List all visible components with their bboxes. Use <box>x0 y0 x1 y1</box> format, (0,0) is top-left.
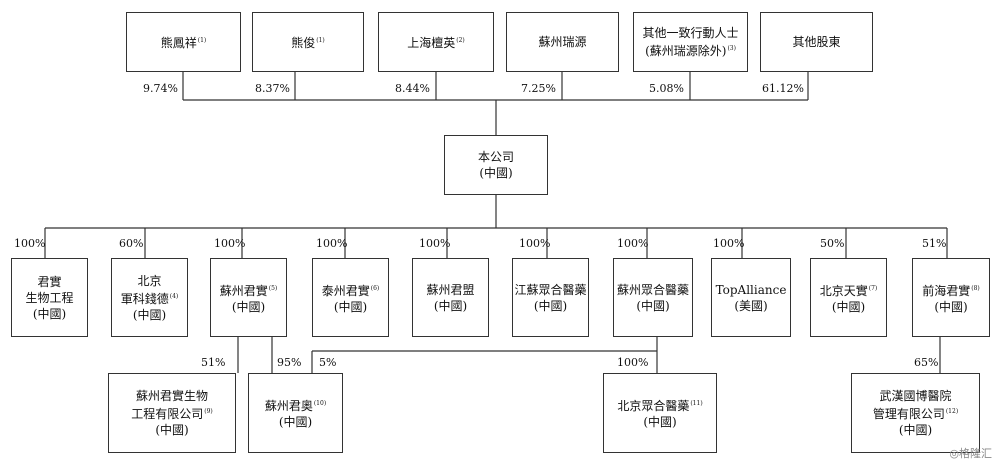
shareholder-name: 其他股東 <box>792 35 841 49</box>
third-tier-line2: 工程有限公司(9) <box>131 407 213 421</box>
subsidiary-region: (中國) <box>636 298 670 313</box>
company-box: 本公司 (中國) <box>444 135 548 195</box>
third-tier-region: (中國) <box>898 423 933 437</box>
company-name: 本公司 <box>477 150 514 164</box>
shareholder-name: 其他一致行動人士 <box>642 26 739 40</box>
subsidiary-box: 君實 生物工程 (中國) <box>11 258 88 337</box>
third-tier-pct: 51% <box>201 356 226 369</box>
third-tier-line1: 蘇州君實生物 <box>135 389 208 403</box>
third-tier-pct: 100% <box>617 356 649 369</box>
third-tier-region: (中國) <box>278 415 313 429</box>
third-tier-pct: 95% <box>277 356 302 369</box>
third-tier-region: (中國) <box>643 415 677 429</box>
subsidiary-line2: 軍科錢德(4) <box>120 291 179 306</box>
subsidiary-region: (美國) <box>734 298 768 313</box>
company-region: (中國) <box>479 166 513 180</box>
subsidiary-box: 北京天實(7) (中國) <box>810 258 887 337</box>
subsidiary-pct: 100% <box>519 237 551 250</box>
subsidiary-box: TopAlliance (美國) <box>711 258 791 337</box>
third-tier-region: (中國) <box>155 423 189 437</box>
shareholder-box: 其他股東 <box>760 12 873 72</box>
shareholder-pct: 61.12% <box>762 82 804 95</box>
subsidiary-region: (中國) <box>333 299 368 314</box>
subsidiary-pct: 100% <box>419 237 451 250</box>
third-tier-line1: 北京眾合醫藥(11) <box>617 399 703 413</box>
shareholder-pct: 9.74% <box>143 82 178 95</box>
subsidiary-line1: TopAlliance <box>715 282 787 297</box>
third-tier-line1: 武漢國博醫院 <box>879 389 952 403</box>
subsidiary-line1: 前海君實(8) <box>922 283 980 298</box>
subsidiary-line1: 蘇州君實(5) <box>219 283 278 298</box>
subsidiary-line2: 生物工程 <box>25 290 74 305</box>
third-tier-pct: 65% <box>914 356 939 369</box>
shareholder-box: 其他一致行動人士 (蘇州瑞源除外)(3) <box>633 12 748 72</box>
third-tier-pct: 5% <box>319 356 337 369</box>
subsidiary-box: 北京 軍科錢德(4) (中國) <box>111 258 188 337</box>
subsidiary-pct: 100% <box>316 237 348 250</box>
shareholder-name: 蘇州瑞源 <box>538 35 587 49</box>
subsidiary-box: 蘇州君盟 (中國) <box>412 258 489 337</box>
subsidiary-region: (中國) <box>231 299 266 314</box>
subsidiary-region: (中國) <box>831 299 866 314</box>
subsidiary-region: (中國) <box>433 298 468 313</box>
subsidiary-region: (中國) <box>132 307 167 322</box>
shareholder-box: 蘇州瑞源 <box>506 12 619 72</box>
subsidiary-region: (中國) <box>934 299 968 314</box>
shareholder-box: 上海檀英(2) <box>378 12 494 72</box>
subsidiary-line1: 蘇州君盟 <box>426 282 475 297</box>
subsidiary-pct: 60% <box>119 237 144 250</box>
subsidiary-line1: 泰州君實(6) <box>321 283 380 298</box>
third-tier-box: 北京眾合醫藥(11) (中國) <box>603 373 717 453</box>
shareholder-pct: 8.44% <box>395 82 430 95</box>
subsidiary-box: 前海君實(8) (中國) <box>912 258 990 337</box>
subsidiary-box: 蘇州君實(5) (中國) <box>210 258 287 337</box>
subsidiary-region: (中國) <box>32 306 67 321</box>
shareholder-name: 熊鳳祥(1) <box>160 36 207 50</box>
subsidiary-pct: 100% <box>14 237 46 250</box>
shareholder-pct: 8.37% <box>255 82 290 95</box>
shareholder-box: 熊鳳祥(1) <box>126 12 241 72</box>
third-tier-line2: 管理有限公司(12) <box>872 407 959 421</box>
subsidiary-line1: 北京天實(7) <box>819 283 878 298</box>
shareholder-pct: 5.08% <box>649 82 684 95</box>
shareholder-name-line2: (蘇州瑞源除外)(3) <box>645 44 736 58</box>
subsidiary-pct: 100% <box>617 237 649 250</box>
subsidiary-line1: 君實 <box>37 274 62 289</box>
shareholder-name: 熊俊(1) <box>291 36 325 50</box>
shareholder-box: 熊俊(1) <box>252 12 364 72</box>
third-tier-box: 武漢國博醫院 管理有限公司(12) (中國) <box>851 373 980 453</box>
subsidiary-pct: 50% <box>820 237 845 250</box>
subsidiary-line1: 蘇州眾合醫藥 <box>616 282 689 297</box>
subsidiary-line1: 北京 <box>137 273 162 288</box>
shareholder-name: 上海檀英(2) <box>407 36 465 50</box>
shareholder-pct: 7.25% <box>521 82 556 95</box>
subsidiary-pct: 51% <box>922 237 947 250</box>
subsidiary-box: 江蘇眾合醫藥 (中國) <box>512 258 589 337</box>
subsidiary-region: (中國) <box>533 298 568 313</box>
subsidiary-pct: 100% <box>214 237 246 250</box>
subsidiary-box: 泰州君實(6) (中國) <box>312 258 389 337</box>
watermark: ◎格隆汇 <box>949 447 992 460</box>
subsidiary-pct: 100% <box>713 237 745 250</box>
subsidiary-line1: 江蘇眾合醫藥 <box>514 282 587 297</box>
third-tier-line1: 蘇州君奧(10) <box>264 399 327 413</box>
third-tier-box: 蘇州君實生物 工程有限公司(9) (中國) <box>108 373 236 453</box>
third-tier-box: 蘇州君奧(10) (中國) <box>248 373 343 453</box>
subsidiary-box: 蘇州眾合醫藥 (中國) <box>613 258 693 337</box>
